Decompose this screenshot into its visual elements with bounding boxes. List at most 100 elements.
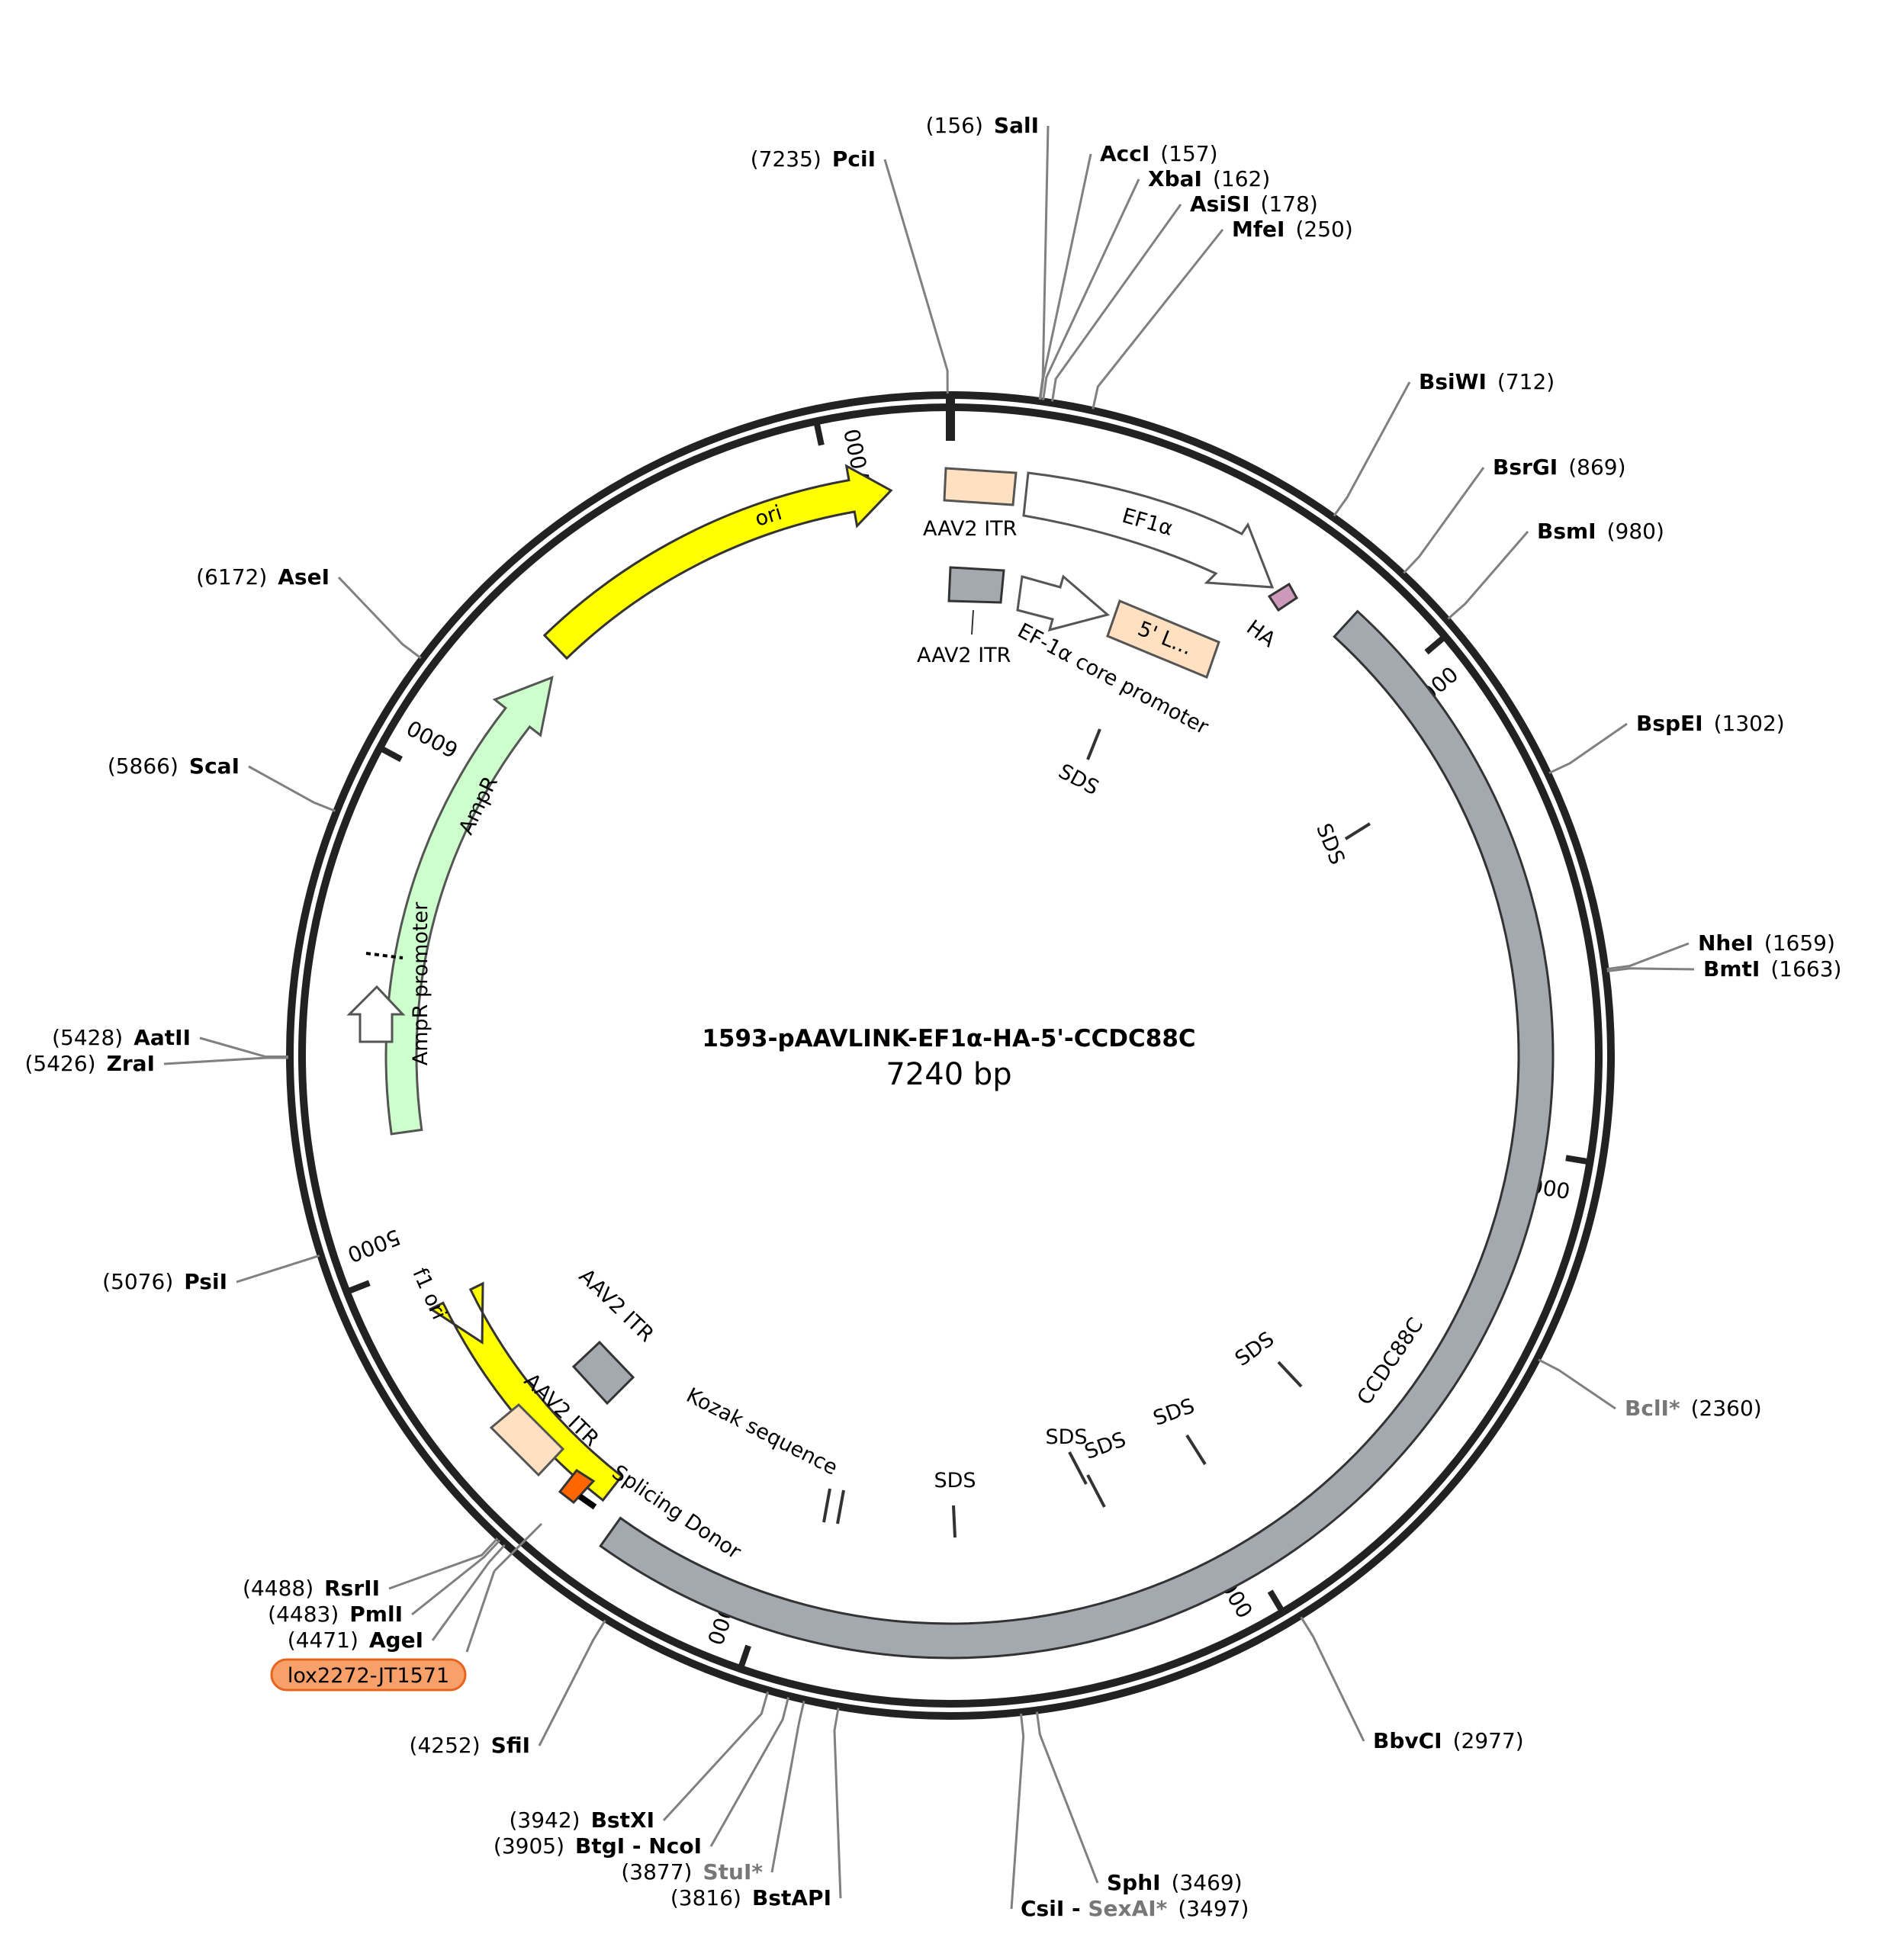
site-leader-line <box>1035 1711 1099 1884</box>
site-labels: (156)SalI AccI(157)XbaI(162)AsiSI(178)Mfe… <box>24 113 1841 1921</box>
site-position: (5426) <box>24 1051 95 1076</box>
splicing-donor-marker <box>577 1493 597 1510</box>
restriction-site-label[interactable]: (7235)PciI <box>751 146 876 172</box>
restriction-site-label[interactable]: (5866)ScaI <box>108 753 240 779</box>
ef1a-feature[interactable] <box>1022 471 1275 589</box>
site-leader-line <box>662 1691 770 1822</box>
ha-label: HA <box>1242 615 1280 652</box>
aav2-itr-inner-feature[interactable] <box>947 566 1005 604</box>
ef1a-core-feature[interactable] <box>1016 574 1111 632</box>
site-name: AseI <box>278 564 330 590</box>
site-name: BspEI <box>1636 711 1703 736</box>
site-name: BstXI <box>591 1807 654 1833</box>
restriction-site-label[interactable]: BsmI(980) <box>1537 519 1664 544</box>
restriction-site-label[interactable]: BsiWI(712) <box>1419 369 1555 394</box>
restriction-site-label[interactable]: (5428)AatII <box>52 1025 191 1050</box>
restriction-site-label[interactable]: (5426)ZraI <box>24 1051 155 1076</box>
site-leader-line <box>1403 467 1485 574</box>
aav2-itr-top-feature[interactable] <box>943 467 1018 506</box>
tick-label: 6000 <box>403 715 462 763</box>
restriction-site-label[interactable]: (3877)StuI* <box>621 1859 763 1884</box>
tick-mark <box>1424 634 1448 655</box>
site-leader-line <box>1333 381 1411 517</box>
restriction-site-label[interactable]: BspEI (1302) <box>1636 711 1785 736</box>
restriction-site-label[interactable]: (4488)RsrII <box>243 1576 380 1601</box>
splicing-donor-feature[interactable] <box>558 1469 596 1505</box>
site-leader-line <box>883 159 949 394</box>
ccdc88c-feature[interactable] <box>599 609 1555 1660</box>
site-leader-line <box>1039 153 1092 400</box>
site-leader-line <box>1300 1616 1365 1742</box>
tick-mark <box>737 1644 751 1670</box>
restriction-site-label[interactable]: MfeI(250) <box>1232 217 1353 242</box>
plasmid-name: 1593-pAAVLINK-EF1α-HA-5'-CCDC88C <box>702 1025 1195 1052</box>
site-name: BsmI <box>1537 519 1596 544</box>
restriction-site-label[interactable]: AccI(157) <box>1100 141 1218 166</box>
restriction-site-label[interactable]: (3905)BtgI - NcoI <box>494 1833 702 1859</box>
site-position: (2360) <box>1691 1396 1762 1421</box>
site-name: BsiWI <box>1419 369 1487 394</box>
sds-label: SDS <box>1082 1428 1129 1464</box>
site-name: PmlI <box>349 1602 403 1627</box>
aav2-itr-bottom2-feature[interactable] <box>571 1340 635 1406</box>
site-position: (7235) <box>751 146 821 172</box>
tick-label: 5000 <box>344 1224 404 1268</box>
restriction-site-label[interactable]: (4483)PmlI <box>268 1602 403 1627</box>
site-position: (178) <box>1261 191 1318 217</box>
site-name: BstAPI <box>752 1885 831 1910</box>
restriction-site-label[interactable]: BclI* (2360) <box>1625 1396 1762 1421</box>
restriction-site-label[interactable]: (5076)PsiI <box>102 1269 227 1294</box>
site-name: SphI <box>1107 1870 1161 1895</box>
ampr-feature[interactable] <box>384 676 554 1136</box>
site-position: (869) <box>1568 455 1625 480</box>
tick-mark <box>346 1280 371 1295</box>
site-leader-line <box>1051 204 1182 402</box>
site-name: AgeI <box>369 1627 423 1653</box>
site-leader-line <box>1606 967 1695 973</box>
ha-feature[interactable] <box>1267 582 1298 612</box>
site-name: XbaI <box>1148 166 1202 191</box>
site-position: (5428) <box>52 1025 123 1050</box>
site-name: BclI* <box>1625 1396 1680 1421</box>
five-l-feature[interactable] <box>1106 599 1220 679</box>
restriction-site-label[interactable]: BbvCI(2977) <box>1373 1728 1524 1753</box>
restriction-site-label[interactable]: XbaI(162) <box>1148 166 1270 191</box>
restriction-site-label[interactable]: (156)SalI <box>926 113 1039 138</box>
site-name: CsiI - <box>1021 1896 1088 1921</box>
ori-feature[interactable] <box>542 464 893 660</box>
site-position: (6172) <box>196 564 267 590</box>
sds-label: SDS <box>1150 1394 1198 1431</box>
site-position: (3877) <box>621 1859 692 1884</box>
restriction-site-label[interactable]: AsiSI(178) <box>1190 191 1318 217</box>
restriction-site-label[interactable]: (6172) AseI <box>196 564 330 590</box>
restriction-site-label[interactable]: CsiI - SexAI*(3497) <box>1021 1896 1249 1921</box>
aav2-itr-bottom-feature[interactable] <box>489 1403 565 1477</box>
site-position: (3469) <box>1172 1870 1243 1895</box>
restriction-site-label[interactable]: NheI(1659) <box>1698 930 1835 956</box>
f1-ori-label: f1 ori <box>407 1264 451 1323</box>
site-name: BtgI - NcoI <box>575 1833 702 1859</box>
site-position: (1302) <box>1714 711 1785 736</box>
site-position: (3942) <box>509 1807 580 1833</box>
tick-mark <box>378 744 403 763</box>
site-name: PsiI <box>184 1269 227 1294</box>
site-name: BbvCI <box>1373 1728 1442 1753</box>
restriction-site-label[interactable]: BsrGI(869) <box>1493 455 1626 480</box>
restriction-site-label[interactable]: (4471)AgeI <box>288 1627 423 1653</box>
restriction-site-label[interactable]: SphI (3469) <box>1107 1870 1243 1895</box>
lox-pointer <box>465 1570 496 1653</box>
site-position: (5866) <box>108 753 178 779</box>
site-leader-line <box>236 1255 320 1284</box>
restriction-site-label[interactable]: (3942) BstXI <box>509 1807 654 1833</box>
lox2272-badge[interactable] <box>270 1658 467 1692</box>
site-leader-line <box>1538 1358 1616 1410</box>
site-leader-line <box>1010 1713 1025 1910</box>
restriction-site-label[interactable]: BmtI(1663) <box>1703 956 1841 982</box>
restriction-site-label[interactable]: (3816)BstAPI <box>670 1885 831 1910</box>
ampr-promoter-feature[interactable] <box>346 985 406 1043</box>
site-leader-line <box>411 1539 501 1616</box>
restriction-site-label[interactable]: (4252)SfiI <box>410 1733 530 1758</box>
aav2-itr-bottom2-label: AAV2 ITR <box>574 1264 658 1347</box>
site-position: (157) <box>1160 141 1217 166</box>
site-leader-line <box>770 1701 805 1873</box>
